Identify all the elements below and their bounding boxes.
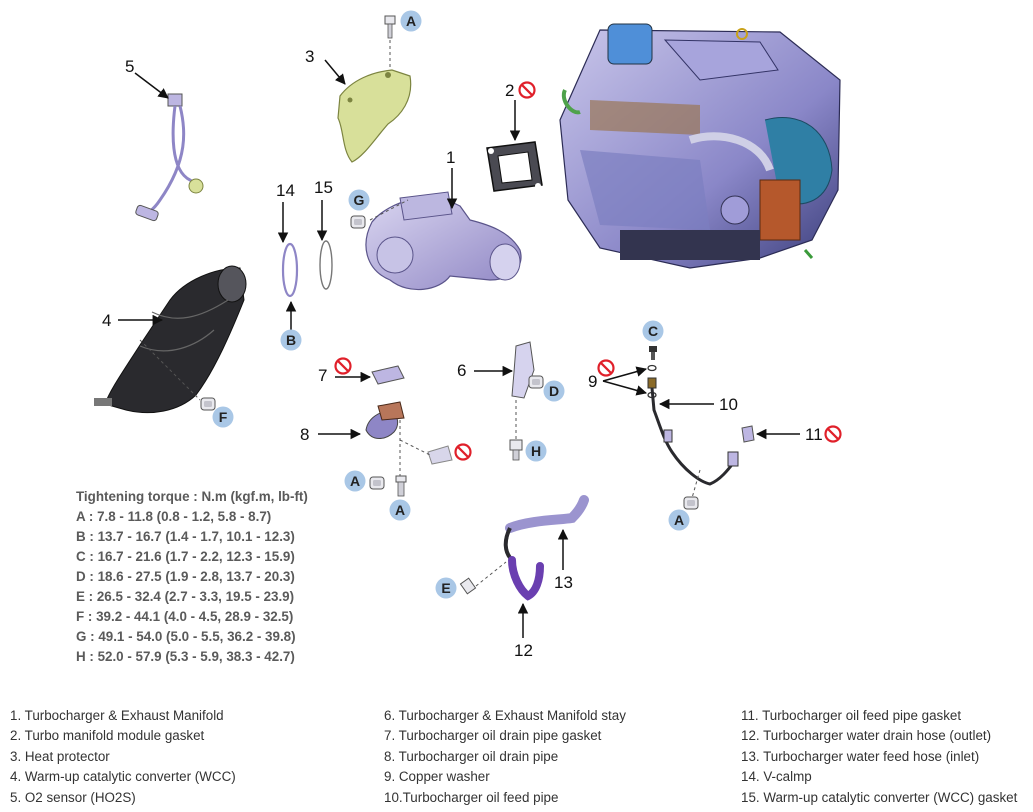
torque-row: F : 39.2 - 44.1 (4.0 - 4.5, 28.9 - 32.5) xyxy=(76,609,294,624)
bolt-f xyxy=(200,397,216,411)
oil-feed-pipe xyxy=(650,387,736,486)
torque-row: D : 18.6 - 27.5 (1.9 - 2.8, 13.7 - 20.3) xyxy=(76,569,295,584)
water-feed-hose-inlet xyxy=(503,495,589,562)
torque-row: A : 7.8 - 11.8 (0.8 - 1.2, 5.8 - 8.7) xyxy=(76,509,272,524)
turbocharger-manifold-stay xyxy=(511,341,544,399)
legend-item: 3. Heat protector xyxy=(10,748,110,764)
legend-item: 7. Turbocharger oil drain pipe gasket xyxy=(384,728,602,744)
torque-row: C : 16.7 - 21.6 (1.7 - 2.2, 12.3 - 15.9) xyxy=(76,549,295,564)
legend-item: 11. Turbocharger oil feed pipe gasket xyxy=(741,708,962,723)
legend-item: 9. Copper washer xyxy=(384,769,490,785)
bolt-label-a-mid2 xyxy=(389,499,411,521)
bolt-label-a-mid1 xyxy=(344,470,366,492)
callout-12: 12 xyxy=(514,641,533,660)
bolt-label-a-right xyxy=(668,509,690,531)
bolt-a-top xyxy=(384,15,396,39)
bolt-letter-f: F xyxy=(219,409,228,425)
bolt-label-a-top xyxy=(400,10,422,32)
bolt-letter-g: G xyxy=(354,192,365,208)
bolt-letter-h: H xyxy=(531,443,541,459)
bolt-label-h xyxy=(525,440,547,462)
callout-1: 1 xyxy=(446,148,455,167)
parts-legend-column-3: 11. Turbocharger oil feed pipe gasket 12… xyxy=(741,706,1017,808)
prohibit-reuse-icon xyxy=(597,359,615,377)
callout-3: 3 xyxy=(305,47,314,66)
heat-protector xyxy=(337,69,412,163)
legend-item: 10.Turbocharger oil feed pipe xyxy=(384,789,559,805)
oil-drain-pipe-gasket xyxy=(371,365,405,385)
bolt-letter-e: E xyxy=(441,580,450,596)
torque-row: H : 52.0 - 57.9 (5.3 - 5.9, 38.3 - 42.7) xyxy=(76,649,295,664)
bolt-h xyxy=(509,439,523,461)
engine-assembly-illustration xyxy=(559,23,841,269)
turbo-manifold-gasket xyxy=(486,141,543,192)
bolt-a-right xyxy=(683,496,699,510)
callout-15: 15 xyxy=(314,178,333,197)
bolt-label-f xyxy=(212,406,234,428)
legend-item: 4. Warm-up catalytic converter (WCC) xyxy=(10,769,236,785)
torque-row: G : 49.1 - 54.0 (5.0 - 5.5, 36.2 - 39.8) xyxy=(76,629,296,644)
bolt-g xyxy=(350,215,366,229)
bolt-label-g xyxy=(348,189,370,211)
bolt-a-mid2 xyxy=(395,475,407,497)
copper-washer xyxy=(647,364,657,372)
torque-row: E : 26.5 - 32.4 (2.7 - 3.3, 19.5 - 23.9) xyxy=(76,589,295,604)
wcc-gasket xyxy=(319,240,333,290)
water-drain-hose-outlet xyxy=(508,556,544,601)
callout-2: 2 xyxy=(505,81,514,100)
bolt-label-d xyxy=(543,380,565,402)
torque-row: B : 13.7 - 16.7 (1.4 - 1.7, 10.1 - 12.3) xyxy=(76,529,295,544)
prohibit-reuse-icon xyxy=(334,357,352,375)
o2-sensor xyxy=(135,93,204,222)
callout-14: 14 xyxy=(276,181,295,200)
warm-up-catalytic-converter xyxy=(94,265,247,414)
parts-legend-column-2: 6. Turbocharger & Exhaust Manifold stay … xyxy=(384,706,626,808)
prohibit-reuse-icon xyxy=(824,425,842,443)
callout-8: 8 xyxy=(300,425,309,444)
legend-item: 1. Turbocharger & Exhaust Manifold xyxy=(10,708,224,723)
legend-item: 12. Turbocharger water drain hose (outle… xyxy=(741,728,992,744)
tightening-torque-table: Tightening torque : N.m (kgf.m, lb-ft) A… xyxy=(76,487,308,667)
parts-legend-column-1: 1. Turbocharger & Exhaust Manifold 2. Tu… xyxy=(10,706,236,808)
callout-7: 7 xyxy=(318,366,327,385)
callout-6: 6 xyxy=(457,361,466,380)
callout-4: 4 xyxy=(102,311,111,330)
legend-item: 6. Turbocharger & Exhaust Manifold stay xyxy=(384,708,626,723)
callout-9: 9 xyxy=(588,372,597,391)
bolt-letter-d: D xyxy=(549,383,559,399)
prohibit-reuse-icon xyxy=(518,81,536,99)
oil-drain-gasket-lower xyxy=(427,445,453,465)
legend-item: 15. Warm-up catalytic converter (WCC) ga… xyxy=(741,789,1018,805)
bolt-label-b xyxy=(280,329,302,351)
bolt-letter-a-mid1: A xyxy=(350,473,360,489)
bolt-letter-a-right: A xyxy=(674,512,684,528)
bolt-c xyxy=(649,346,657,360)
callout-10: 10 xyxy=(719,395,738,414)
callout-5: 5 xyxy=(125,57,134,76)
bolt-label-e xyxy=(435,577,457,599)
bolt-letter-c: C xyxy=(648,323,658,339)
bolt-letter-a-top: A xyxy=(406,13,416,29)
legend-item: 5. O2 sensor (HO2S) xyxy=(10,789,136,805)
bolt-a-mid1 xyxy=(369,476,385,490)
torque-title: Tightening torque : N.m (kgf.m, lb-ft) xyxy=(76,489,308,504)
prohibit-reuse-icon xyxy=(454,443,472,461)
v-clamp xyxy=(281,242,299,298)
legend-item: 13. Turbocharger water feed hose (inlet) xyxy=(741,748,980,764)
callout-11: 11 xyxy=(805,425,823,444)
callout-13: 13 xyxy=(554,573,573,592)
legend-item: 14. V-calmp xyxy=(741,769,812,785)
legend-item: 8. Turbocharger oil drain pipe xyxy=(384,748,559,764)
legend-item: 2. Turbo manifold module gasket xyxy=(10,728,205,744)
banjo-fitting xyxy=(647,377,657,389)
oil-feed-pipe-gasket xyxy=(741,425,755,443)
bolt-letter-a-mid2: A xyxy=(395,502,405,518)
exploded-parts-diagram: 2 1 G 3 A 5 14 15 B xyxy=(94,10,842,660)
bolt-label-c xyxy=(642,320,664,342)
turbocharger-exhaust-manifold xyxy=(365,191,522,291)
oil-drain-pipe xyxy=(365,401,405,439)
bolt-e xyxy=(459,577,477,595)
bolt-letter-b: B xyxy=(286,332,296,348)
